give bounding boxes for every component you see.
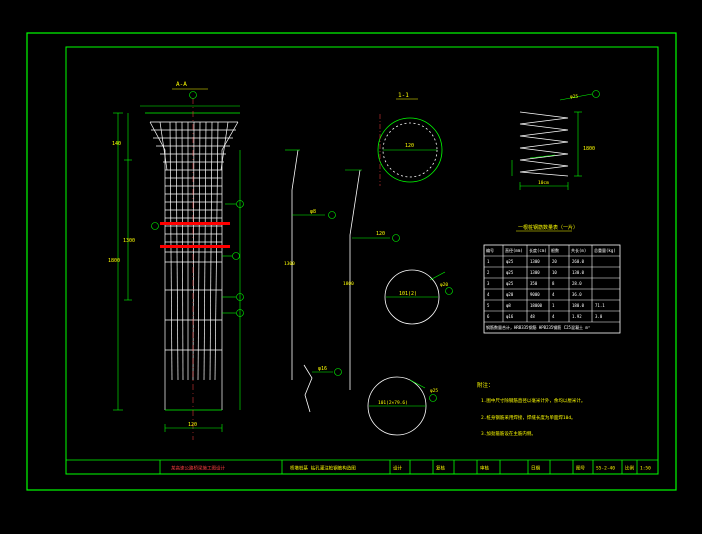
tb-design: 设计 [393,465,402,472]
tb-drawing-no: S5-2-40 [596,466,615,472]
tb-check: 复核 [436,465,445,472]
table-cell: 3.0 [595,314,603,319]
table-cell: 1 [487,259,490,264]
dim-top-label: 140 [112,141,121,147]
section-title: 1-1 [398,92,409,99]
spiral-pitch-label: 10cm [538,180,549,186]
table-cell: 1.92 [572,314,582,319]
tb-project: 某高速公路桥梁施工图设计 [171,465,225,472]
table-header-cell: 编号 [486,247,494,253]
table-cell: 4 [552,314,555,319]
table-cell: φ25 [506,281,514,286]
table-header-cell: 直径(mm) [505,247,523,253]
circle-dim-1: 120 [405,143,414,149]
bar-shape-leaders [285,149,400,376]
circle-dim-2: 101(2) [399,291,417,297]
bar-label-2: 120 [376,231,385,237]
elevation-callouts [151,91,244,317]
section-marker-1 [160,222,230,225]
table-note-row: 钢筋数量合计，HRB335钢筋 HPB235钢筋 C25混凝土 m³ [486,324,590,330]
elevation-title: A-A [176,81,187,88]
table-cell: 180.0 [572,303,585,308]
bar-shape-len-1: 1300 [284,261,295,267]
spiral-dim-label: 1800 [583,146,595,152]
table-header-cell: 根数 [551,247,559,253]
table-cell: 3 [487,281,490,286]
spiral-bar-label: φ25 [570,94,578,100]
dim-bottom-label: 120 [188,422,197,428]
table-cell: 28.0 [572,281,582,286]
table-cell: 18000 [530,303,543,308]
table-cell: 2 [487,270,490,275]
table-cell: 71.1 [595,303,605,308]
hoop-circle-2 [367,376,437,436]
tb-date: 日期 [531,466,540,472]
hoop2-bar-label: φ25 [430,388,438,394]
notes-title: 附注： [477,381,494,389]
table-cell: 36.0 [572,292,582,297]
table-cell: 48 [530,314,535,319]
outer-frame [26,32,677,491]
spiral-detail [519,111,569,177]
hoop-circle-1 [384,269,453,325]
tb-review: 审核 [480,465,489,472]
table-cell: φ16 [506,314,514,319]
table-cell: 4 [487,292,490,297]
table-cell: 260.0 [572,259,585,264]
elevation-dimensions [113,105,241,432]
bar-label-1: φ8 [310,209,316,215]
inner-frame [65,46,659,475]
note-item-3: 3.加劲箍筋设在主筋内侧。 [481,430,536,437]
note-item-1: 1.图中尺寸除钢筋直径以毫米计外，余均以厘米计。 [481,397,585,404]
table-cell: φ25 [506,270,514,275]
section-1-1 [377,114,443,186]
tb-scale-label: 比例 [625,465,634,472]
table-cell: 10 [552,270,557,275]
spiral-dims [511,90,600,190]
table-cell: 1 [552,303,555,308]
bar-shapes [291,149,361,413]
table-cell: 1300 [530,259,540,264]
bar-label-5: φ16 [318,366,327,372]
section-marker-2 [160,245,230,248]
table-cell: 1300 [530,270,540,275]
tb-drawing-name: 桥墩桩基 钻孔灌注桩钢筋构造图 [290,465,356,472]
table-header-cell: 长度(cm) [529,247,547,253]
table-cell: 9000 [530,292,540,297]
table-cell: 6 [487,314,490,319]
circle-dim-3: 101(2×79.6) [378,400,408,406]
table-cell: φ8 [506,303,511,308]
table-cell: φ25 [506,259,514,264]
bar-shape-len-2: 1800 [343,281,354,287]
hoop-bar-label: φ20 [440,282,448,288]
note-item-2: 2.桩身钢筋采用焊接，焊缝长度为单面焊10d。 [481,414,576,421]
dim-total-label: 1800 [108,258,120,264]
table-cell: 350 [530,281,538,286]
table-cell: 5 [487,303,490,308]
table-cell: 8 [552,281,555,286]
table-cell: 4 [552,292,555,297]
pile-elevation [145,98,240,440]
table-header-cell: 共长(m) [571,247,586,253]
tb-drawing-no-label: 图号 [576,466,585,472]
dim-mid-label: 1300 [123,238,135,244]
table-title: 一根桩钢筋数量表（一片） [518,224,578,231]
table-cell: φ20 [506,292,514,297]
table-cell: 130.0 [572,270,585,275]
title-block [66,459,658,474]
table-cell: 20 [552,259,557,264]
table-header-cell: 总重量(kg) [594,247,616,253]
tb-scale: 1:50 [640,466,651,472]
